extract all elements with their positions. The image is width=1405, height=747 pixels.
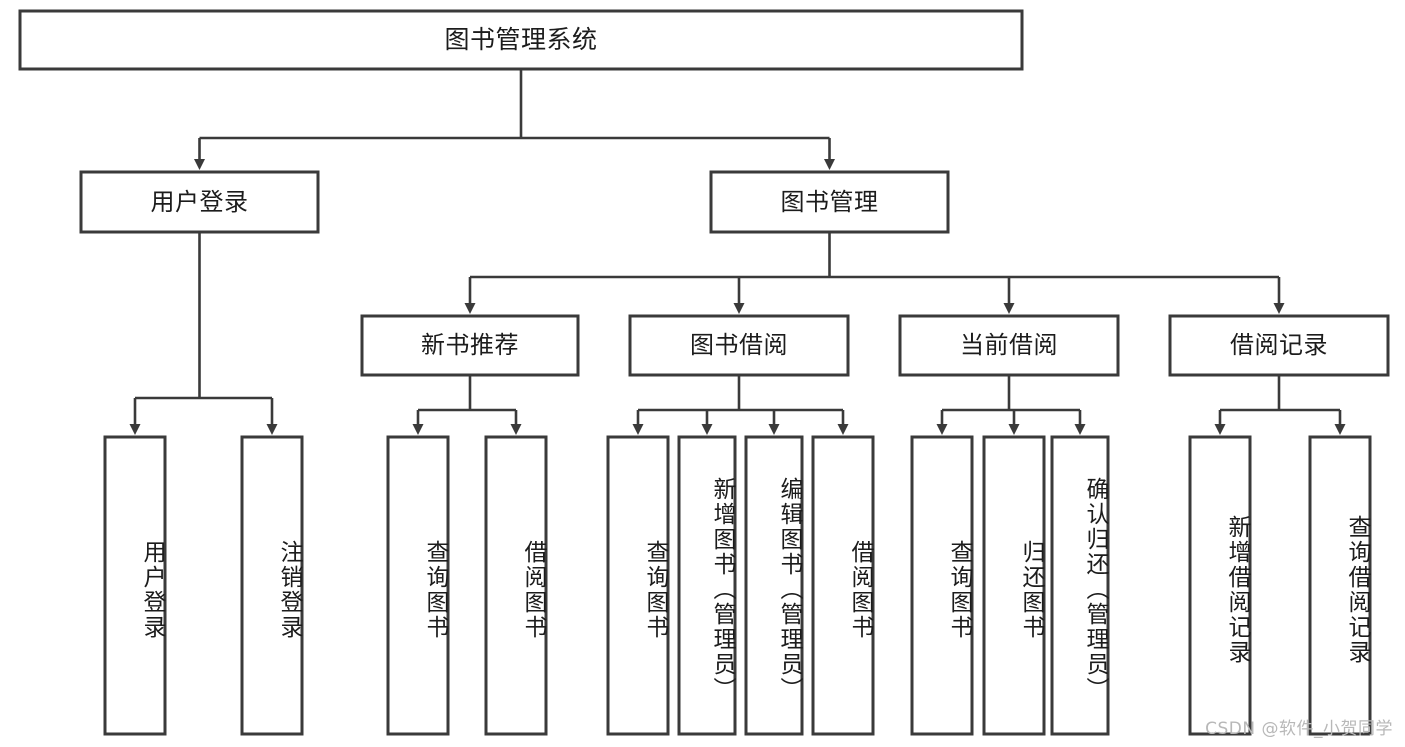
leaf-box-leaf-record-query[interactable] [1308,435,1372,736]
node-box-book-borrow[interactable] [628,314,850,377]
connectors-layer [129,69,1346,435]
node-box-root[interactable] [18,9,1024,71]
node-box-borrow-records[interactable] [1168,314,1390,377]
node-box-current-borrow[interactable] [898,314,1120,377]
leaf-box-leaf-current-query-book[interactable] [910,435,974,736]
node-box-new-book-recommend[interactable] [360,314,580,377]
node-box-book-management[interactable] [709,170,950,234]
leaf-box-leaf-user-logout[interactable] [240,435,304,736]
leaf-box-leaf-borrow-borrow-book[interactable] [811,435,875,736]
leaf-box-leaf-user-login[interactable] [103,435,167,736]
node-boxes-layer [18,9,1390,736]
leaf-box-leaf-record-add[interactable] [1188,435,1252,736]
leaf-box-leaf-borrow-edit-book[interactable] [744,435,804,736]
leaf-box-leaf-recommend-borrow-book[interactable] [484,435,548,736]
leaf-box-leaf-current-confirm-return[interactable] [1050,435,1110,736]
node-box-user-login[interactable] [79,170,320,234]
leaf-box-leaf-current-return-book[interactable] [982,435,1046,736]
leaf-box-leaf-borrow-add-book[interactable] [677,435,737,736]
watermark-text: CSDN @软件_小贺同学 [1205,719,1393,739]
leaf-box-leaf-borrow-query-book[interactable] [606,435,670,736]
leaf-box-leaf-recommend-query-book[interactable] [386,435,450,736]
